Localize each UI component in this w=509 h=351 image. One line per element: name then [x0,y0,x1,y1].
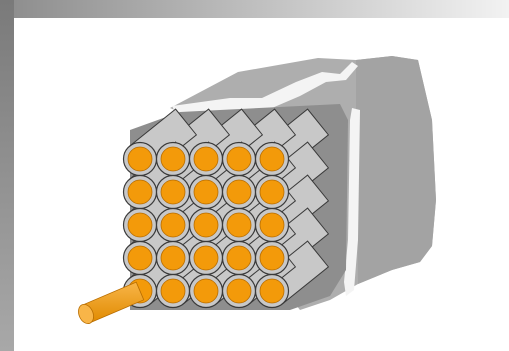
tube-face [254,141,290,177]
tube-face [188,207,224,243]
tube-face [221,174,257,210]
tube-faces [122,141,290,309]
tube-face [254,207,290,243]
tube-face [188,141,224,177]
tube-face [221,141,257,177]
top-frame-bar [0,0,509,18]
tube-face [221,273,257,309]
jacket-side [356,56,436,284]
tube-face [122,207,158,243]
tube-face [221,207,257,243]
tube-face [155,273,191,309]
tube-face [155,207,191,243]
binding-band-side [344,108,360,296]
tube-bodies [128,108,330,305]
tube-face [188,273,224,309]
tube-face [254,240,290,276]
tube-face [254,273,290,309]
tube-face [254,174,290,210]
tube-face [122,141,158,177]
binding-band-top [172,62,358,114]
tube-face [221,240,257,276]
rod-end-cap [78,303,94,325]
tube-face [188,174,224,210]
tube-face [188,240,224,276]
extruded-rod [78,281,145,325]
tube-face [155,141,191,177]
tube-face [122,174,158,210]
tube-face [122,240,158,276]
tube-face [155,240,191,276]
tube-face [155,174,191,210]
left-frame-bar [0,0,14,351]
